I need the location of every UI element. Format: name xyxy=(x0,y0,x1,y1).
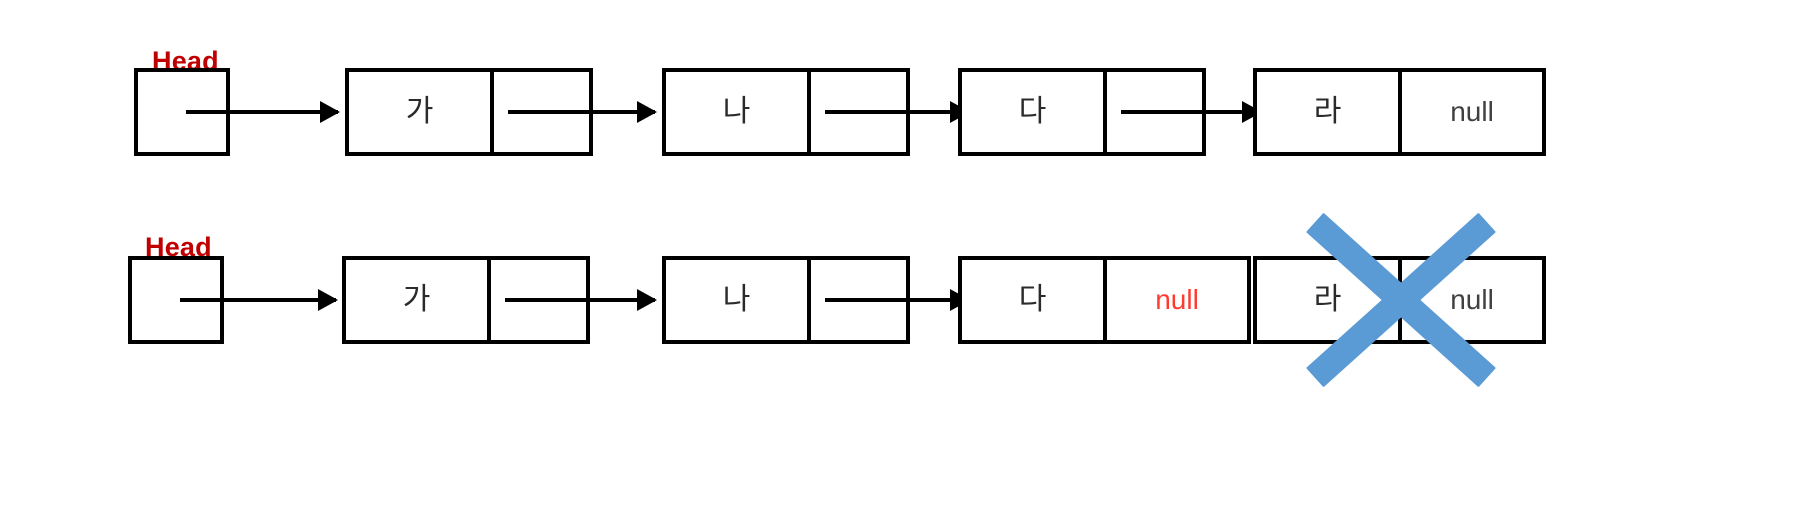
node-data-text: 다 xyxy=(1018,283,1047,316)
arrow-node-3-to-node-4 xyxy=(1138,110,1260,114)
node-data-cell: 나 xyxy=(666,260,811,340)
node-next-cell: null xyxy=(1402,260,1542,340)
arrow-head-to-node-1 xyxy=(206,110,338,114)
node-data-text: 라 xyxy=(1313,95,1342,128)
arrow-node-2-to-node-3 xyxy=(842,110,968,114)
node-data-text: 다 xyxy=(1018,95,1047,128)
node-next-cell: null xyxy=(1107,260,1247,340)
linked-list-row-after: Head 가 나 다 xyxy=(0,212,1800,388)
node-data-cell: 나 xyxy=(666,72,811,152)
node-data-text: 라 xyxy=(1313,283,1342,316)
node-data-text: 나 xyxy=(722,283,751,316)
node-data-cell: 다 xyxy=(962,260,1107,340)
node-data-text: 가 xyxy=(405,95,434,128)
node-null-text: null xyxy=(1450,284,1494,315)
node-data-text: 나 xyxy=(722,95,751,128)
node-data-cell: 가 xyxy=(349,72,494,152)
node-data-cell: 가 xyxy=(346,260,491,340)
list-node-tail: 라 null xyxy=(1253,68,1546,156)
linked-list-row-before: Head 가 나 다 xyxy=(0,20,1800,190)
arrow-node-1-to-node-2 xyxy=(522,298,655,302)
node-null-text: null xyxy=(1450,96,1494,127)
list-node-deleted: 라 null xyxy=(1253,256,1546,344)
node-data-cell: 다 xyxy=(962,72,1107,152)
node-next-cell: null xyxy=(1402,72,1542,152)
arrow-node-1-to-node-2 xyxy=(525,110,655,114)
node-data-cell: 라 xyxy=(1257,260,1402,340)
node-data-text: 가 xyxy=(402,283,431,316)
list-node-new-tail: 다 null xyxy=(958,256,1251,344)
arrow-head-to-node-1 xyxy=(200,298,336,302)
node-null-text: null xyxy=(1155,284,1199,315)
arrow-node-2-to-node-3 xyxy=(842,298,968,302)
node-data-cell: 라 xyxy=(1257,72,1402,152)
